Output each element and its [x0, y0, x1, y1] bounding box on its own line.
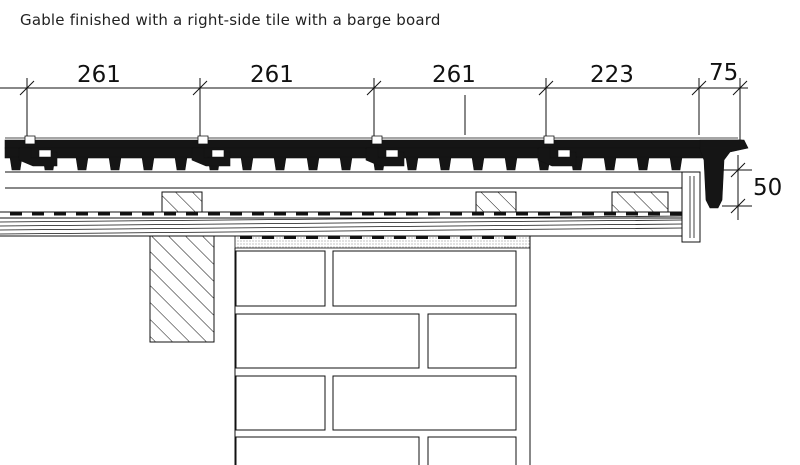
mortar-dash — [504, 236, 516, 239]
membrane-dashes — [10, 212, 682, 216]
membrane-dash — [32, 212, 44, 216]
membrane-dash — [648, 212, 660, 216]
membrane-dash — [98, 212, 110, 216]
membrane-dash — [164, 212, 176, 216]
membrane-dash — [494, 212, 506, 216]
mortar-dash — [306, 236, 318, 239]
mortar-dash — [438, 236, 450, 239]
brick-1 — [235, 250, 326, 307]
membrane-dash — [186, 212, 198, 216]
tile-lug — [636, 156, 650, 171]
brick-8 — [427, 436, 517, 465]
brick-6 — [332, 375, 517, 431]
membrane-dash — [120, 212, 132, 216]
tile-head — [197, 135, 209, 145]
membrane-dash — [10, 212, 22, 216]
membrane-dash — [208, 212, 220, 216]
membrane-dash — [54, 212, 66, 216]
mortar-dash — [240, 236, 252, 239]
membrane-dash — [428, 212, 440, 216]
dimension-label-2: 261 — [250, 62, 294, 88]
brick-7 — [235, 436, 420, 465]
tile-profile — [9, 156, 683, 171]
membrane-dash — [362, 212, 374, 216]
tile-lug — [141, 156, 155, 171]
tile-lug — [273, 156, 287, 171]
tile-lug — [405, 156, 419, 171]
membrane-dash — [384, 212, 396, 216]
mortar-dash — [460, 236, 472, 239]
mortar-dash — [350, 236, 362, 239]
membrane-dash — [450, 212, 462, 216]
membrane-dash — [76, 212, 88, 216]
membrane-dash — [274, 212, 286, 216]
rafter-post — [149, 235, 215, 343]
membrane-dash — [252, 212, 264, 216]
tile-lug — [504, 156, 518, 171]
tile-lug — [438, 156, 452, 171]
membrane-dash — [626, 212, 638, 216]
dimension-line-top — [0, 78, 748, 140]
membrane-dash — [560, 212, 572, 216]
tile-channel — [557, 149, 571, 158]
tile-channel — [38, 149, 52, 158]
membrane-dash — [670, 212, 682, 216]
membrane-dash — [604, 212, 616, 216]
brick-5 — [235, 375, 326, 431]
membrane-dash — [318, 212, 330, 216]
tile-head — [24, 135, 36, 145]
drawing-caption: Gable finished with a right-side tile wi… — [20, 11, 441, 29]
brick-4 — [427, 313, 517, 369]
dimension-line-side — [722, 155, 752, 220]
tile-lug — [603, 156, 617, 171]
membrane-dash — [340, 212, 352, 216]
tile-channel — [211, 149, 225, 158]
counter-batten-2 — [475, 191, 517, 213]
mortar-dashes — [240, 236, 516, 239]
tile-lug — [306, 156, 320, 171]
tile-head — [371, 135, 383, 145]
tile-lug — [240, 156, 254, 171]
roof-boarding — [0, 211, 683, 237]
mortar-dash — [416, 236, 428, 239]
tile-lug — [108, 156, 122, 171]
membrane-dash — [472, 212, 484, 216]
tile-channel — [385, 149, 399, 158]
tile-lug — [669, 156, 683, 171]
dimension-label-5: 75 — [709, 60, 738, 86]
counter-batten-1 — [161, 191, 203, 213]
tile-lug — [471, 156, 485, 171]
brick-2 — [332, 250, 517, 307]
tile-interlocks — [18, 135, 577, 167]
membrane-dash — [538, 212, 550, 216]
membrane-dash — [516, 212, 528, 216]
mortar-dash — [482, 236, 494, 239]
dimension-label-4: 223 — [590, 62, 634, 88]
barge-tile — [699, 139, 749, 209]
dimension-label-1: 261 — [77, 62, 121, 88]
brick-3 — [235, 313, 420, 369]
tile-head — [543, 135, 555, 145]
membrane-dash — [582, 212, 594, 216]
mortar-dash — [394, 236, 406, 239]
mortar-dash — [372, 236, 384, 239]
membrane-dash — [406, 212, 418, 216]
mortar-dash — [262, 236, 274, 239]
barge-board — [681, 171, 701, 243]
mortar-dash — [328, 236, 340, 239]
brick-wall — [234, 236, 531, 465]
tile-lug — [75, 156, 89, 171]
membrane-dash — [296, 212, 308, 216]
tile-lug — [339, 156, 353, 171]
tile-lug — [174, 156, 188, 171]
dimension-label-side: 50 — [753, 175, 782, 201]
dimension-label-3: 261 — [432, 62, 476, 88]
membrane-dash — [230, 212, 242, 216]
roof-tiles — [4, 137, 746, 159]
membrane-dash — [142, 212, 154, 216]
batten-line — [5, 171, 700, 218]
counter-batten-3 — [611, 191, 669, 213]
mortar-dash — [284, 236, 296, 239]
